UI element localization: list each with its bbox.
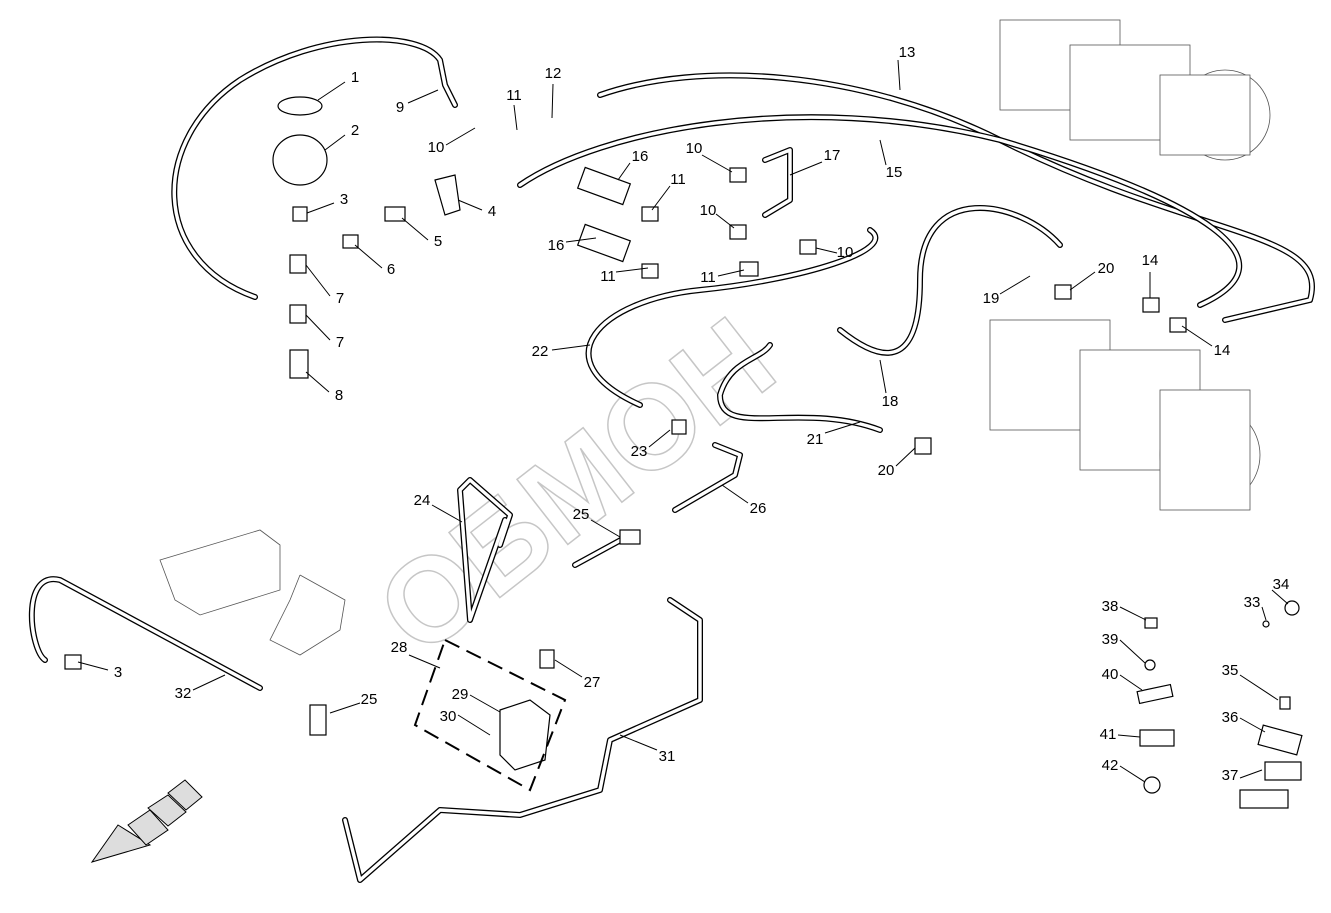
callout-10c: 10 <box>700 202 717 219</box>
callout-37: 37 <box>1222 767 1239 784</box>
callout-8: 8 <box>335 387 343 404</box>
callout-11c: 11 <box>600 268 616 285</box>
assembly-boundary <box>413 638 567 792</box>
watermark: ОБМОН <box>354 292 799 681</box>
callout-1: 1 <box>351 69 359 86</box>
callout-28: 28 <box>391 639 408 656</box>
pump-assembly-bottom <box>989 319 1261 511</box>
callout-39: 39 <box>1102 631 1119 648</box>
callout-13: 13 <box>899 44 916 61</box>
callout-27: 27 <box>584 674 601 691</box>
callout-19: 19 <box>983 290 1000 307</box>
callout-20a: 20 <box>1098 260 1115 277</box>
callout-11a: 11 <box>506 87 522 104</box>
callout-36: 36 <box>1222 709 1239 726</box>
callout-40: 40 <box>1102 666 1119 683</box>
callout-labels: 1 2 3 4 5 6 7 7 8 9 10 11 12 13 15 16 10… <box>114 44 1290 784</box>
callout-7a: 7 <box>336 290 344 307</box>
callout-31: 31 <box>659 748 676 765</box>
callout-14b: 14 <box>1214 342 1231 359</box>
callout-32: 32 <box>175 685 192 702</box>
callout-26: 26 <box>750 500 767 517</box>
callout-10d: 10 <box>837 244 854 261</box>
callout-16b: 16 <box>548 237 565 254</box>
callout-25a: 25 <box>573 506 590 523</box>
callout-7b: 7 <box>336 334 344 351</box>
pump-assembly-top <box>999 19 1271 161</box>
callout-4: 4 <box>488 203 496 220</box>
hoses <box>28 36 1315 883</box>
valve-block <box>499 699 551 771</box>
callout-14a: 14 <box>1142 252 1159 269</box>
callout-17: 17 <box>824 147 841 164</box>
callout-42: 42 <box>1102 757 1119 774</box>
callout-24: 24 <box>414 492 431 509</box>
callout-35: 35 <box>1222 662 1239 679</box>
callout-25b: 25 <box>361 691 378 708</box>
leader-lines <box>77 59 1289 783</box>
callout-38: 38 <box>1102 598 1119 615</box>
pipe-ghost <box>269 574 346 656</box>
callout-12: 12 <box>545 65 562 82</box>
callout-2: 2 <box>351 122 359 139</box>
callout-20b: 20 <box>878 462 895 479</box>
callout-21: 21 <box>807 431 824 448</box>
components <box>64 96 1303 809</box>
callout-5: 5 <box>434 233 442 250</box>
callout-3b: 3 <box>114 664 122 681</box>
callout-10b: 10 <box>686 140 703 157</box>
filter-16b <box>576 223 632 263</box>
callout-11d: 11 <box>700 269 716 286</box>
callout-22: 22 <box>532 343 549 360</box>
callout-30: 30 <box>440 708 457 725</box>
callout-33: 33 <box>1244 594 1261 611</box>
callout-18: 18 <box>882 393 899 410</box>
callout-16a: 16 <box>632 148 649 165</box>
callout-41: 41 <box>1100 726 1117 743</box>
valve-block-ghost <box>159 529 281 616</box>
callout-11b: 11 <box>670 171 686 188</box>
front-direction-arrow <box>90 779 203 863</box>
callout-3: 3 <box>340 191 348 208</box>
callout-23: 23 <box>631 443 648 460</box>
callout-6: 6 <box>387 261 395 278</box>
callout-15: 15 <box>886 164 903 181</box>
callout-10a: 10 <box>428 139 445 156</box>
callout-34: 34 <box>1273 576 1290 593</box>
callout-9: 9 <box>396 99 404 116</box>
accumulator <box>272 134 328 186</box>
callout-29: 29 <box>452 686 469 703</box>
clamp-ring <box>277 96 323 116</box>
filter-16a <box>576 166 632 206</box>
